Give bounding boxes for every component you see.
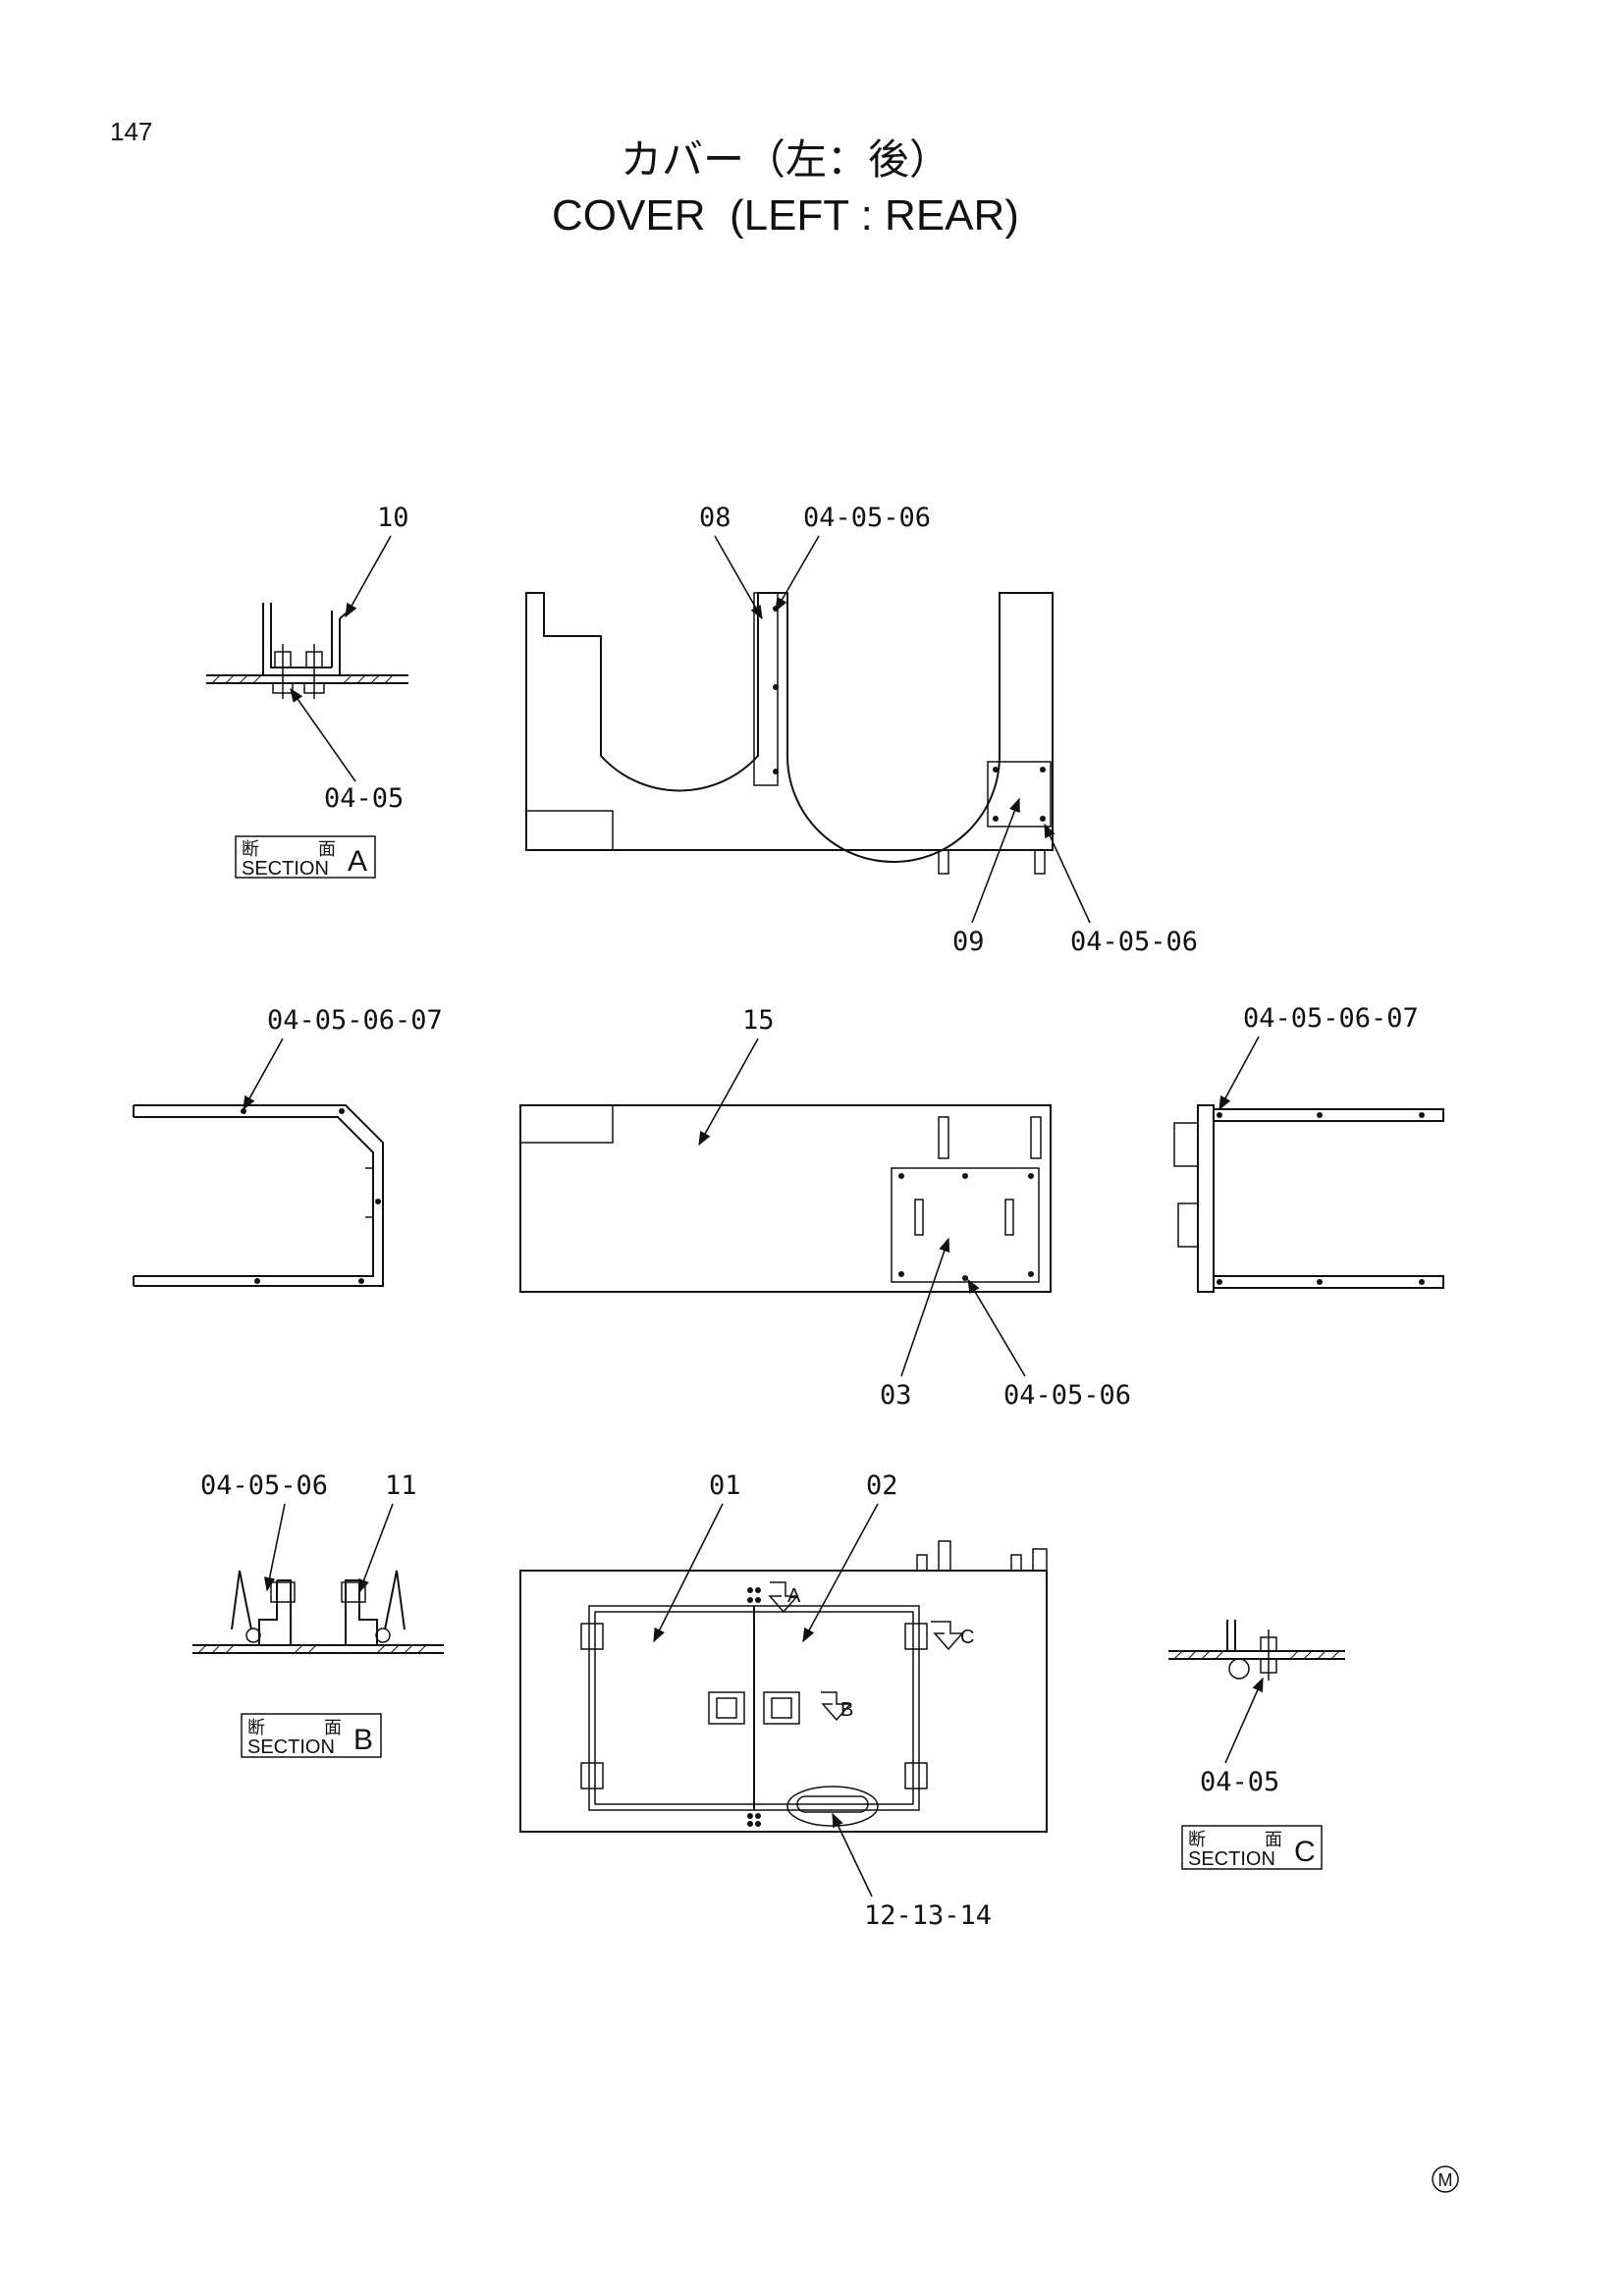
view-mark-a: A: [787, 1585, 801, 1607]
callout-08: 08: [699, 503, 731, 533]
page-mark: M: [1432, 2165, 1459, 2193]
section-a-jp-right: 面: [318, 839, 336, 860]
callout-03: 03: [880, 1380, 912, 1411]
section-c-label: 断 面 SECTION C: [1181, 1825, 1323, 1870]
top-view-cover: [525, 592, 1054, 875]
section-b-jp-left: 断: [247, 1718, 265, 1738]
callout-04-05-06-07-right: 04-05-06-07: [1243, 1003, 1419, 1034]
title-english: COVER (LEFT : REAR): [552, 191, 1019, 240]
callout-04-05-06-middle: 04-05-06: [1003, 1380, 1131, 1411]
section-b-jp-right: 面: [324, 1718, 342, 1738]
page-mark-letter: M: [1438, 2170, 1453, 2190]
section-c-detail: [1168, 1620, 1345, 1681]
section-b-en: SECTION: [247, 1736, 335, 1758]
callout-01: 01: [709, 1470, 741, 1501]
callout-12-13-14: 12-13-14: [864, 1900, 992, 1931]
section-a-letter: A: [348, 845, 367, 878]
section-a-label: 断 面 SECTION A: [235, 835, 376, 880]
right-side-view: [1173, 1104, 1444, 1293]
middle-view-cover-15: [519, 1104, 1052, 1293]
callout-04-05-06-top-right: 04-05-06: [1070, 927, 1198, 957]
callout-02: 02: [866, 1470, 898, 1501]
view-mark-b: B: [840, 1699, 853, 1721]
section-b-detail: [192, 1570, 444, 1654]
section-c-jp-left: 断: [1188, 1830, 1206, 1850]
callout-11: 11: [385, 1470, 417, 1501]
section-b-letter: B: [353, 1724, 373, 1756]
left-side-view: [133, 1104, 384, 1287]
bottom-view-doors: [519, 1540, 1048, 1833]
section-c-en: SECTION: [1188, 1848, 1275, 1870]
section-c-letter: C: [1294, 1836, 1316, 1868]
callout-09: 09: [952, 927, 985, 957]
section-a-en: SECTION: [242, 858, 329, 880]
callout-04-05-06-07-left: 04-05-06-07: [267, 1005, 443, 1036]
section-a-jp-left: 断: [242, 839, 259, 860]
view-mark-c: C: [960, 1627, 974, 1648]
callout-10: 10: [377, 503, 409, 533]
section-b-label: 断 面 SECTION B: [241, 1713, 382, 1758]
section-c-jp-right: 面: [1265, 1830, 1282, 1850]
callout-04-05-06-top: 04-05-06: [803, 503, 931, 533]
callout-15: 15: [742, 1005, 775, 1036]
callout-04-05-06-section-b: 04-05-06: [200, 1470, 328, 1501]
title-japanese: カバー（左：後）: [621, 135, 950, 184]
page-number: 147: [110, 117, 152, 146]
section-a-detail: [206, 603, 408, 699]
callout-04-05-section-a: 04-05: [324, 783, 404, 814]
callout-04-05-section-c: 04-05: [1200, 1767, 1279, 1797]
